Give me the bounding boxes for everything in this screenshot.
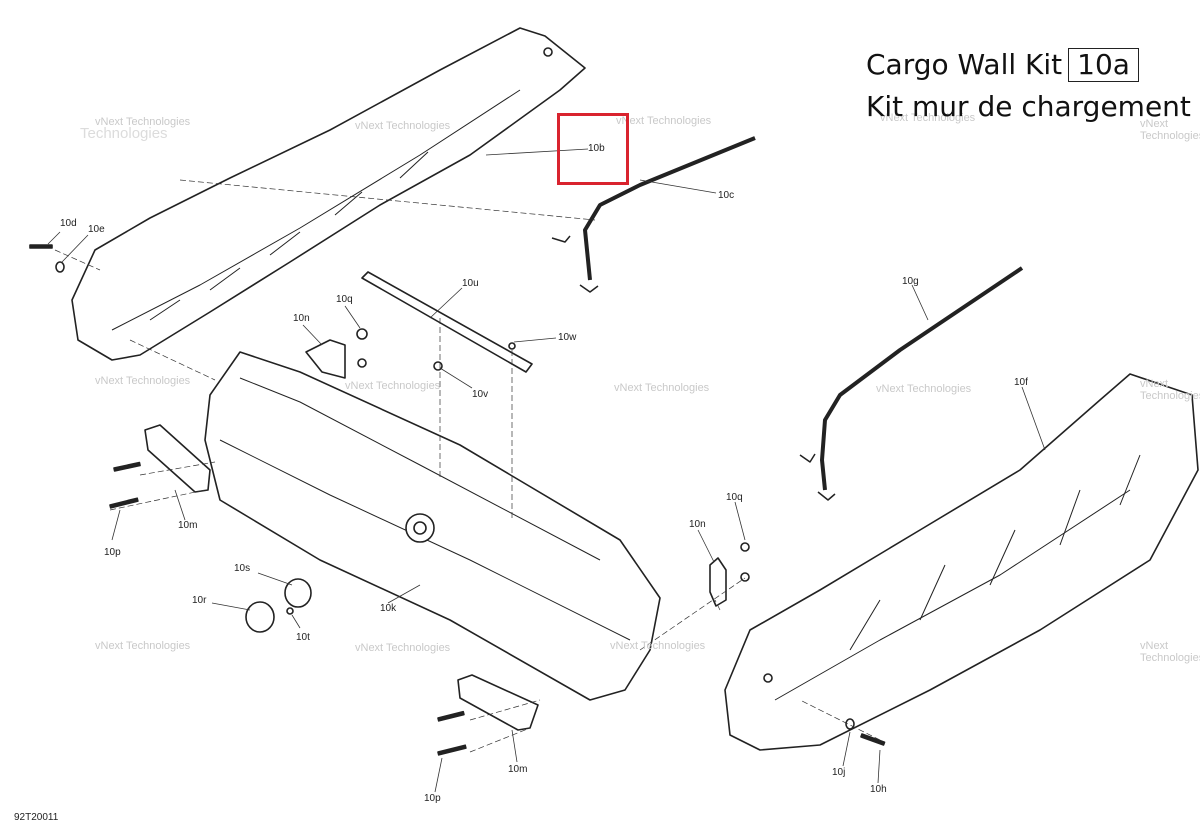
support-rod-10g — [820, 266, 1024, 491]
cover-plate-10s — [284, 578, 312, 608]
kit-title-text: Cargo Wall Kit — [866, 48, 1063, 81]
callout-10v[interactable]: 10v — [472, 389, 489, 400]
callout-10m[interactable]: 10m — [508, 764, 528, 775]
latch-10m-upper — [144, 424, 211, 493]
callout-10m[interactable]: 10m — [178, 520, 198, 531]
callout-10u[interactable]: 10u — [462, 278, 479, 289]
callout-10c[interactable]: 10c — [718, 190, 735, 201]
callout-10n[interactable]: 10n — [689, 519, 706, 530]
callout-10t[interactable]: 10t — [296, 632, 310, 643]
callout-10p[interactable]: 10p — [424, 793, 441, 804]
callout-10w[interactable]: 10w — [558, 332, 577, 343]
callout-10b[interactable]: 10b — [588, 143, 605, 154]
kit-number-box: 10a — [1068, 48, 1139, 82]
callout-10s[interactable]: 10s — [234, 563, 251, 574]
logo-plate-10r — [245, 601, 275, 633]
callout-10j[interactable]: 10j — [832, 767, 846, 778]
latch-10m-lower — [457, 674, 539, 731]
callout-10k[interactable]: 10k — [380, 603, 397, 614]
kit-title-french: Kit mur de chargement — [866, 90, 1191, 123]
support-rod-10c — [583, 136, 756, 281]
highlight-box-10b — [557, 113, 629, 185]
mounting-bracket-10u — [361, 271, 533, 373]
callout-10h[interactable]: 10h — [870, 784, 887, 795]
cargo-wall-right-panel — [724, 373, 1199, 751]
callout-10q[interactable]: 10q — [336, 294, 353, 305]
diagram-code: 92T20011 — [14, 812, 59, 823]
callout-10e[interactable]: 10e — [88, 224, 105, 235]
bracket-10n-left — [305, 339, 346, 379]
callout-10r[interactable]: 10r — [192, 595, 207, 606]
callout-10q[interactable]: 10q — [726, 492, 743, 503]
callout-10g[interactable]: 10g — [902, 276, 919, 287]
callout-10p[interactable]: 10p — [104, 547, 121, 558]
bracket-10n-right — [709, 557, 727, 607]
callout-10f[interactable]: 10f — [1014, 377, 1028, 388]
callout-10n[interactable]: 10n — [293, 313, 310, 324]
callout-10d[interactable]: 10d — [60, 218, 77, 229]
